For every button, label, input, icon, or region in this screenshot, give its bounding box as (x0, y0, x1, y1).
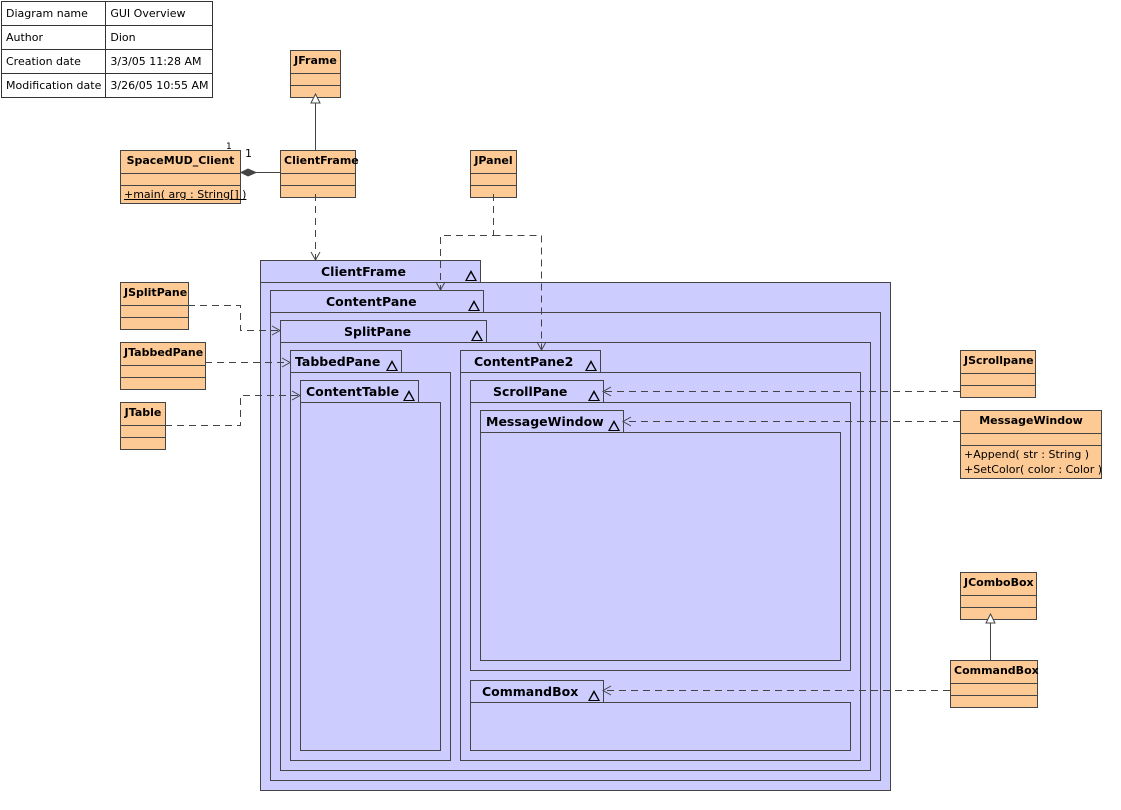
class-name: JPanel (471, 151, 516, 174)
triangle-icon (386, 360, 398, 371)
triangle-icon (403, 390, 415, 401)
composition-diamond-icon (239, 168, 258, 177)
part-commandbox[interactable] (470, 702, 851, 751)
part-label: ClientFrame (321, 264, 406, 279)
class-operation: +Append( str : String ) (964, 448, 1090, 461)
class-name: JScrollpane (961, 351, 1035, 374)
class-name: SpaceMUD_Client (121, 151, 240, 174)
class-operation: +main( arg : String[] ) (124, 188, 247, 201)
part-tab-contentpane[interactable]: ContentPane (270, 290, 484, 313)
class-name: JSplitPane (121, 283, 188, 306)
multiplicity-label: 1 (226, 142, 232, 152)
class-commandbox[interactable]: CommandBox (950, 660, 1039, 708)
dependency-line (440, 194, 494, 290)
dependency-line (165, 395, 300, 426)
part-messagewindow[interactable] (480, 432, 841, 661)
info-label: Creation date (0, 49, 107, 74)
class-name: JTable (121, 403, 165, 426)
arrow-head-icon (271, 325, 282, 336)
part-label: ScrollPane (493, 384, 568, 399)
arrow-head-icon (281, 357, 292, 368)
arrow-head-icon (291, 390, 302, 401)
class-name: JComboBox (961, 573, 1036, 596)
triangle-icon (471, 330, 483, 341)
info-value: GUI Overview (105, 1, 214, 26)
part-tab-contentpane2[interactable]: ContentPane2 (460, 350, 601, 373)
triangle-icon (468, 300, 480, 311)
part-tab-scrollpane[interactable]: ScrollPane (470, 380, 604, 403)
part-tab-clientframe[interactable]: ClientFrame (260, 260, 481, 283)
arrow-head-icon (601, 685, 612, 696)
part-tab-commandbox[interactable]: CommandBox (470, 680, 604, 703)
class-name: JTabbedPane (121, 343, 205, 366)
part-tab-splitpane[interactable]: SplitPane (280, 320, 487, 343)
part-label: ContentTable (306, 384, 400, 399)
arrow-head-icon (621, 416, 632, 427)
dependency-line (493, 235, 542, 350)
triangle-icon (585, 360, 597, 371)
multiplicity-label: 1 (245, 147, 252, 160)
info-value: 3/3/05 11:28 AM (105, 49, 214, 74)
class-name: MessageWindow (961, 411, 1101, 434)
part-label: ContentPane2 (474, 354, 574, 369)
class-messagewindow[interactable]: MessageWindow +Append( str : String ) +Set… (960, 410, 1102, 479)
info-value: 3/26/05 10:55 AM (105, 73, 214, 98)
class-jpanel[interactable]: JPanel (470, 150, 517, 198)
part-tab-messagewindow[interactable]: MessageWindow (480, 410, 624, 433)
class-name: CommandBox (951, 661, 1039, 684)
class-jsplitpane[interactable]: JSplitPane (120, 282, 189, 330)
part-label: TabbedPane (295, 354, 381, 369)
part-tab-contenttable[interactable]: ContentTable (300, 380, 419, 403)
info-value: Dion (105, 25, 214, 50)
arrow-head-icon (536, 341, 547, 352)
class-name: ClientFrame (281, 151, 359, 174)
class-jscrollpane[interactable]: JScrollpane (960, 350, 1036, 398)
class-name: JFrame (291, 51, 340, 74)
part-tab-tabbedpane[interactable]: TabbedPane (290, 350, 402, 373)
class-spacemud-client[interactable]: SpaceMUD_Client +main( arg : String[] ) (120, 150, 247, 204)
triangle-icon (465, 270, 477, 281)
part-label: ContentPane (326, 294, 417, 309)
generalization-arrow-icon (985, 612, 996, 624)
arrow-head-icon (435, 281, 446, 292)
generalization-arrow-icon (310, 92, 321, 104)
class-operation: +SetColor( color : Color ) (964, 463, 1103, 476)
class-jcombobox[interactable]: JComboBox (960, 572, 1037, 620)
part-label: SplitPane (344, 324, 412, 339)
triangle-icon (588, 690, 600, 701)
class-jframe[interactable]: JFrame (290, 50, 341, 98)
info-label: Modification date (0, 73, 107, 98)
info-label: Diagram name (0, 1, 107, 26)
part-label: CommandBox (482, 684, 579, 699)
triangle-icon (608, 420, 620, 431)
class-jtabbedpane[interactable]: JTabbedPane (120, 342, 206, 390)
triangle-icon (588, 390, 600, 401)
part-contenttable[interactable] (300, 402, 441, 751)
arrow-head-icon (601, 386, 612, 397)
dependency-line (188, 305, 280, 331)
class-jtable[interactable]: JTable (120, 402, 166, 450)
arrow-head-icon (310, 251, 321, 262)
part-label: MessageWindow (486, 414, 604, 429)
class-clientframe[interactable]: ClientFrame (280, 150, 359, 198)
